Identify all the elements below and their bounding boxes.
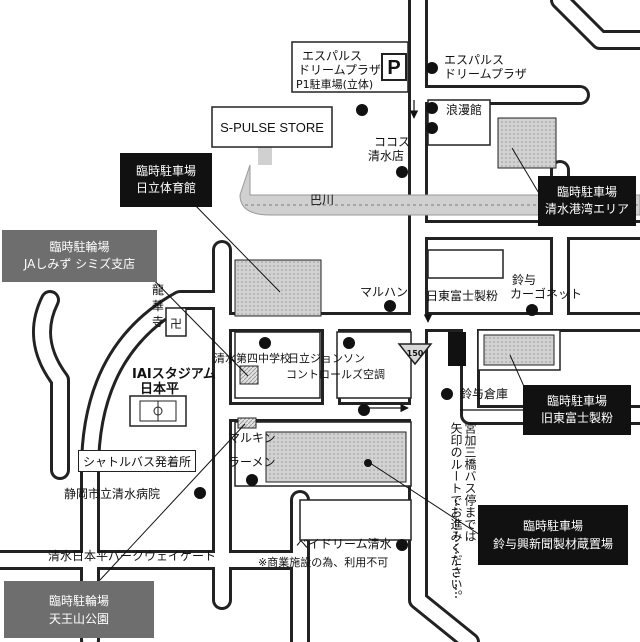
callout-ja-shimizu-name: JAしみず シミズ支店: [23, 257, 136, 271]
callout-port-area-title: 臨時駐車場: [556, 185, 617, 199]
label-suzuyo-cargo-2: カーゴネット: [510, 286, 582, 301]
label-marukin-1: マルキン: [228, 431, 276, 445]
label-dream-plaza-2: ドリームプラザ: [444, 67, 527, 81]
marker-marukin: [246, 474, 258, 486]
label-dream-plaza-1: エスパルス: [444, 53, 504, 67]
marker-roumankan: [426, 102, 438, 114]
label-ryugeji-1: 龍: [152, 282, 164, 297]
label-maruhan: マルハン: [360, 285, 408, 299]
label-p1-line1: エスパルス: [302, 49, 362, 63]
callout-ja-shimizu-title: 臨時駐輪場: [49, 240, 110, 254]
callout-hitachi-gym: 臨時駐車場 日立体育館: [120, 153, 212, 207]
ryugeji-temple: [165, 307, 187, 337]
label-stadium-1: IAIスタジアム: [132, 367, 216, 382]
label-parkway-gate: 清水日本平パークウェイゲート: [48, 549, 216, 563]
baydream-block: [299, 499, 412, 541]
lot-suzuyo-paper: [265, 431, 407, 483]
label-marukin-2: ラーメン: [228, 455, 276, 469]
label-p1-line3: P1駐車場(立体): [296, 77, 373, 91]
lot-former-nitto: [483, 334, 555, 366]
label-hospital: 静岡市立清水病院: [64, 486, 160, 501]
marker-hospital: [194, 487, 206, 499]
marker-suzuyo-warehouse: [441, 388, 453, 400]
callout-port-area: 臨時駐車場 清水港湾エリア: [538, 176, 636, 226]
callout-suzuyo-paper: 臨時駐車場 鈴与興新聞製材蔵置場: [478, 505, 628, 565]
marker-cocos: [396, 166, 408, 178]
nitto-fuji-upper: [427, 249, 504, 279]
callout-suzuyo-paper-name: 鈴与興新聞製材蔵置場: [492, 537, 613, 551]
label-stadium-2: 日本平: [140, 381, 179, 397]
label-baydream-note: ※商業施設の為、利用不可: [258, 555, 388, 569]
roumankan-building: [427, 99, 491, 146]
callout-hitachi-gym-title: 臨時駐車場: [135, 164, 196, 178]
label-suzuyo-warehouse: 鈴与倉庫: [460, 386, 508, 401]
callout-tennozan: 臨時駐輪場 天王山公園: [4, 581, 154, 638]
callout-ja-shimizu: 臨時駐輪場 JAしみず シミズ支店: [2, 230, 157, 282]
marker-lot-center: [364, 459, 372, 467]
parking-sign: P: [381, 53, 407, 81]
temple-icon: 卍: [170, 317, 182, 331]
marker-school: [259, 337, 271, 349]
label-s-pulse-store: S-PULSE STORE: [220, 120, 324, 135]
route-150-label: 150: [407, 349, 424, 358]
label-hitachi-jc-1: 日立ジョンソン: [288, 351, 365, 365]
s-pulse-store-building: [211, 106, 333, 148]
label-nitto-fuji: 日東富士製粉: [426, 288, 498, 303]
nitto-fuji-silo: [448, 332, 466, 366]
label-suzuyo-cargo-1: 鈴与: [512, 272, 536, 287]
label-miyakami-note-1: 宮加三橋バス停までは: [463, 421, 477, 542]
label-hitachi-jc-2: コントロールズ空調: [286, 367, 385, 381]
label-p1-line2: ドリームプラザ: [298, 63, 381, 77]
location-markers: [194, 62, 538, 551]
marker-p1-lot: [356, 104, 368, 116]
shuttle-stop-box: シャトルバス発着所: [78, 450, 196, 472]
label-miyakami-note-2: 矢印のルートでお進みください。: [449, 422, 463, 602]
lot-port-area: [497, 117, 557, 169]
marukin-hatched: [237, 417, 257, 429]
parking-p-letter: P: [387, 57, 400, 79]
callout-tennozan-name: 天王山公園: [48, 611, 109, 626]
callout-former-nitto: 臨時駐車場 旧東富士製粉: [523, 385, 631, 435]
label-baydream: ベイドリーム清水: [296, 537, 392, 551]
school-hatched: [239, 365, 259, 385]
label-tomoegawa: 巴川: [310, 193, 334, 207]
stadium-icon: [129, 395, 187, 427]
callout-former-nitto-title: 臨時駐車場: [546, 394, 607, 408]
callout-suzuyo-paper-title: 臨時駐車場: [522, 519, 583, 533]
label-cocos-1: ココス: [374, 135, 410, 149]
label-shuttle-stop: シャトルバス発着所: [82, 454, 191, 469]
label-ryugeji-2: 華: [152, 299, 164, 313]
label-cocos-2: 清水店: [368, 149, 404, 163]
temporary-lots: [234, 117, 557, 483]
map-labels: エスパルス ドリームプラザ P1駐車場(立体) エスパルス ドリームプラザ 浪漫…: [48, 49, 582, 602]
school-block: [234, 331, 321, 399]
marker-suzuyo-cargo: [526, 304, 538, 316]
label-school: 清水第四中学校: [214, 351, 291, 365]
callout-hitachi-gym-name: 日立体育館: [135, 181, 196, 195]
route-arrows: [368, 100, 541, 600]
callout-tennozan-title: 臨時駐輪場: [48, 593, 109, 608]
marker-hitachi-jc: [343, 337, 355, 349]
marker-baydream: [396, 539, 408, 551]
marker-suzuyo-paper: [358, 404, 370, 416]
marker-maruhan: [384, 300, 396, 312]
label-roumankan: 浪漫館: [446, 102, 482, 117]
marker-roumankan-2: [426, 122, 438, 134]
marker-dream-plaza: [426, 62, 438, 74]
route-150-sign: 150: [397, 343, 433, 366]
callout-former-nitto-name: 旧東富士製粉: [540, 411, 613, 425]
label-ryugeji-3: 寺: [152, 315, 164, 329]
callout-port-area-name: 清水港湾エリア: [544, 202, 629, 216]
lot-hitachi-gym: [234, 259, 322, 317]
